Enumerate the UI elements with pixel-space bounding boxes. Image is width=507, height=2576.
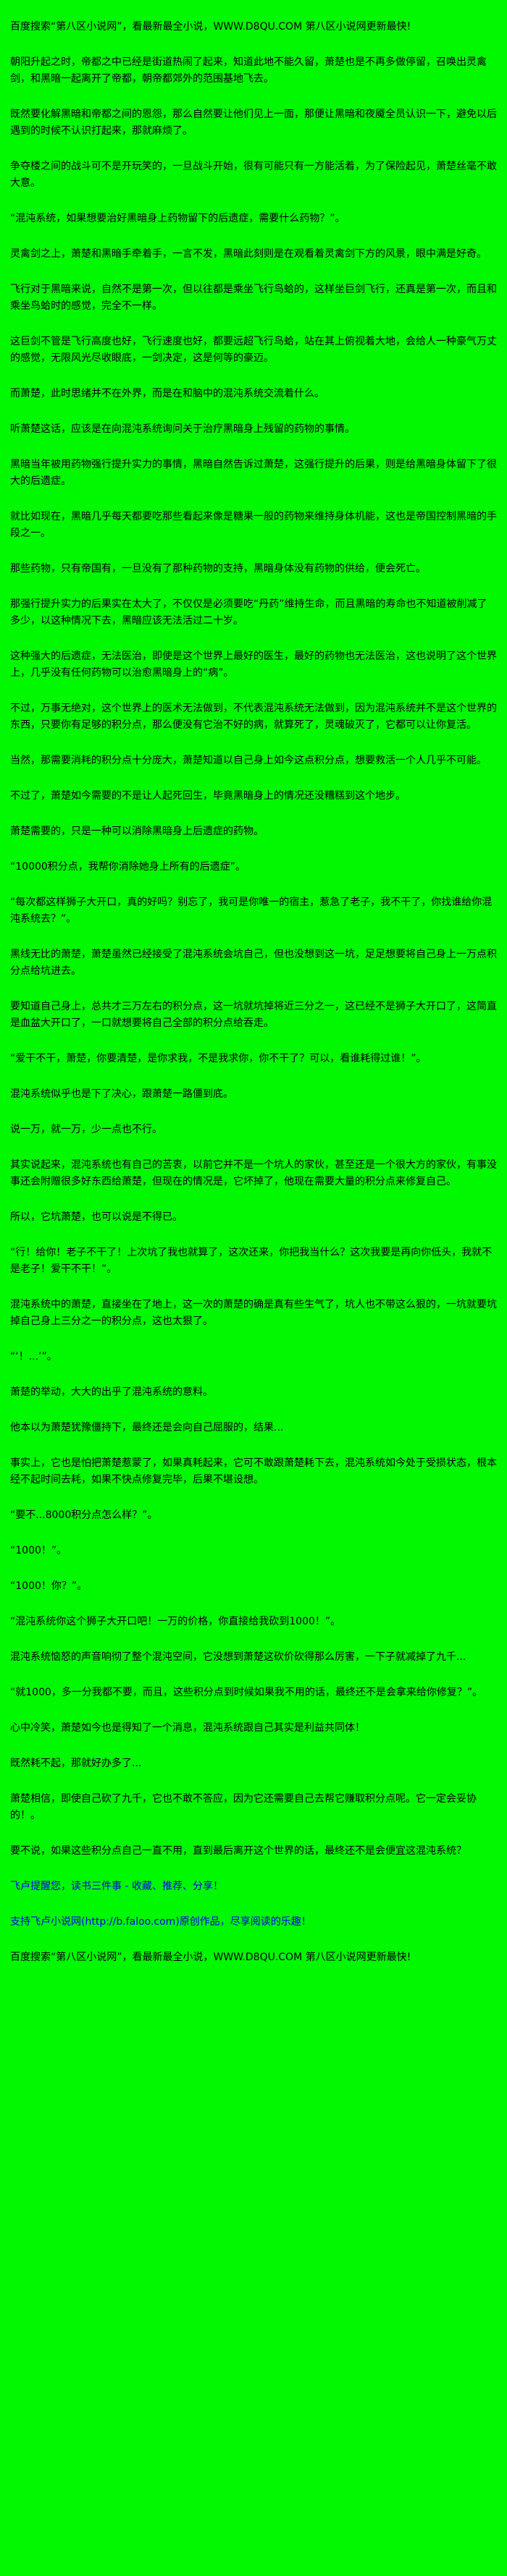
paragraph: 所以，它坑萧楚，也可以说是不得已。 (10, 1211, 183, 1223)
paragraph: 说一万，就一万，少一点也不行。 (10, 1124, 162, 1135)
paragraph: 萧楚的举动，大大的出乎了混沌系统的意料。 (10, 1386, 213, 1398)
paragraph: 那强行提升实力的后果实在太大了，不仅仅是必须要吃“丹药”维持生命，而且黑暗的寿命… (10, 598, 487, 627)
paragraph: 灵禽剑之上，萧楚和黑暗手牵着手，一言不发，黑暗此刻则是在观看着灵禽剑下方的风景，… (10, 248, 487, 260)
paragraph: “1000！你？”。 (10, 1580, 88, 1592)
paragraph: 其实说起来，混沌系统也有自己的苦衷，以前它并不是一个坑人的家伙，甚至还是一个很大… (10, 1159, 497, 1187)
paragraph: 混沌系统恼怒的声音响彻了整个混沌空间，它没想到萧楚这砍价砍得那么厉害，一下子就减… (10, 1651, 466, 1663)
paragraph: “‘！...’”。 (10, 1351, 57, 1363)
paragraph: “混沌系统，如果想要治好黑暗身上药物留下的后遗症，需要什么药物？”。 (10, 213, 345, 224)
paragraph: 当然，那需要消耗的积分点十分庞大，萧楚知道以自己身上如今这点积分点，想要救活一个… (10, 755, 487, 766)
paragraph: “混沌系统你这个狮子大开口吧！一万的价格，你直接给我砍到1000！”。 (10, 1616, 341, 1627)
paragraph: 要不说，如果这些积分点自己一直不用，直到最后离开这个世界的话，最终还不是会便宜这… (10, 1845, 466, 1857)
paragraph: 朝阳升起之时，帝都之中已经是街道热闹了起来，知道此地不能久留，萧楚也是不再多做停… (10, 56, 487, 85)
faloo-reminder-link[interactable]: 飞卢提醒您，读书三件事 - 收藏、推荐、分享！ (10, 1881, 223, 1892)
baidu-top-line: 百度搜索“第八区小说网”，看最新最全小说，WWW.D8QU.COM 第八区小说网… (10, 21, 411, 33)
paragraph: 而萧楚，此时思绪并不在外界，而是在和脑中的混沌系统交流着什么。 (10, 388, 324, 399)
paragraph: 既然要化解黑暗和帝都之间的恩怨，那么自然要让他们见上一面，那便让黑暗和夜魇全员认… (10, 109, 497, 137)
paragraph: “爱干不干，萧楚，你要清楚，是你求我，不是我求你，你不干了？可以，看谁耗得过谁！… (10, 1053, 427, 1064)
paragraph: 萧楚相信，即使自己砍了九千，它也不敢不答应，因为它还需要自己去帮它赚取积分点呢。… (10, 1793, 477, 1821)
baidu-bottom-line: 百度搜索“第八区小说网”，看最新最全小说，WWW.D8QU.COM 第八区小说网… (10, 1952, 411, 1963)
paragraph: 心中冷笑，萧楚如今也是得知了一个消息，混沌系统跟自己其实是利益共同体！ (10, 1722, 365, 1734)
paragraph: “10000积分点，我帮你消除她身上所有的后遗症”。 (10, 861, 246, 873)
paragraph: 事实上，它也是怕把萧楚惹蒙了，如果真耗起来，它可不敢跟萧楚耗下去，混沌系统如今处… (10, 1457, 497, 1486)
paragraph: 那些药物，只有帝国有，一旦没有了那种药物的支持，黑暗身体没有药物的供给，便会死亡… (10, 563, 426, 575)
paragraph: 黑线无比的萧楚，萧楚虽然已经接受了混沌系统会坑自己，但也没想到这一坑，足足想要将… (10, 949, 497, 977)
faloo-support-link[interactable]: 支持飞卢小说网(http://b.faloo.com)原创作品，尽享阅读的乐趣！ (10, 1916, 311, 1928)
novel-page: 百度搜索“第八区小说网”，看最新最全小说，WWW.D8QU.COM 第八区小说网… (10, 21, 497, 1963)
paragraph: 黑暗当年被用药物强行提升实力的事情，黑暗自然告诉过萧楚，这强行提升的后果，则是给… (10, 459, 497, 487)
paragraph: 这巨剑不管是飞行高度也好，飞行速度也好，都要远超飞行鸟蛤，站在其上俯视着大地，会… (10, 336, 497, 364)
paragraph: 混沌系统中的萧楚，直接坐在了地上，这一次的萧楚的确是真有些生气了，坑人也不带这么… (10, 1299, 497, 1327)
paragraph: 听萧楚这话，应该是在向混沌系统询问关于治疗黑暗身上残留的药物的事情。 (10, 423, 355, 435)
paragraph: 争夺楼之间的战斗可不是开玩笑的，一旦战斗开始，很有可能只有一方能活着，为了保险起… (10, 161, 497, 189)
paragraph: “要不...8000积分点怎么样？”。 (10, 1509, 158, 1521)
paragraph: 不过，万事无绝对，这个世界上的医术无法做到，不代表混沌系统无法做到，因为混沌系统… (10, 703, 497, 731)
paragraph: 就比如现在，黑暗几乎每天都要吃那些看起来像是糖果一般的药物来维持身体机能，这也是… (10, 511, 497, 539)
paragraph: “1000！”。 (10, 1545, 67, 1556)
paragraph: 这种强大的后遗症，无法医治，即使是这个世界上最好的医生，最好的药物也无法医治，这… (10, 651, 497, 679)
paragraph: 混沌系统似乎也是下了决心，跟萧楚一路僵到底。 (10, 1088, 233, 1100)
novel-content: 朝阳升起之时，帝都之中已经是街道热闹了起来，知道此地不能久留，萧楚也是不再多做停… (10, 54, 497, 1860)
paragraph: 既然耗不起，那就好办多了... (10, 1758, 142, 1769)
paragraph: “就1000，多一分我都不要，而且，这些积分点到时候如果我不用的话，最终还不是会… (10, 1687, 483, 1698)
paragraph: 不过了，萧楚如今需要的不是让人起死回生，毕竟黑暗身上的情况还没糟糕到这个地步。 (10, 790, 406, 802)
paragraph: 他本以为萧楚犹豫僵持下，最终还是会向自己屈服的，结果... (10, 1422, 284, 1433)
paragraph: “行！给你！老子不干了！上次坑了我也就算了，这次还来，你把我当什么？这次我要是再… (10, 1247, 493, 1275)
paragraph: 要知道自己身上，总共才三万左右的积分点，这一坑就坑掉将近三分之一，这已经不是狮子… (10, 1001, 497, 1029)
paragraph: “每次都这样狮子大开口，真的好吗？别忘了，我可是你唯一的宿主，惹急了老子，我不干… (10, 897, 493, 925)
paragraph: 萧楚需要的，只是一种可以消除黑暗身上后遗症的药物。 (10, 826, 264, 837)
paragraph: 飞行对于黑暗来说，自然不是第一次，但以往都是乘坐飞行鸟蛤的，这样坐巨剑飞行，还真… (10, 284, 497, 312)
